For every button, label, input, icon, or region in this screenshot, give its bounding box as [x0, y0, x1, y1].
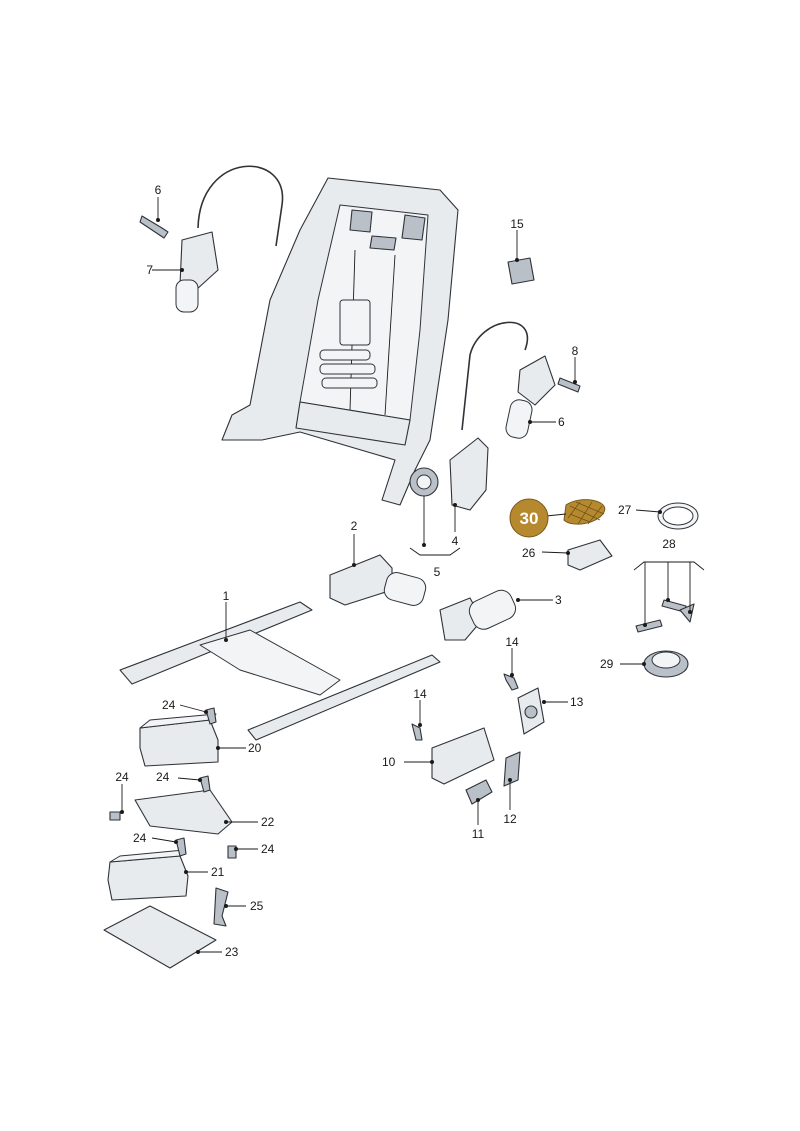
part-7-motor[interactable]: [175, 165, 284, 313]
leader-lines: [120, 197, 705, 954]
callout-6[interactable]: 6: [155, 183, 162, 197]
callout-10[interactable]: 10: [382, 755, 396, 769]
callout-14-b[interactable]: 14: [413, 687, 427, 701]
callout-26[interactable]: 26: [522, 546, 536, 560]
part-8-screw[interactable]: [557, 377, 581, 393]
callout-25[interactable]: 25: [250, 899, 264, 913]
part-12-knob[interactable]: [503, 751, 521, 787]
part-20-control-unit[interactable]: [139, 713, 219, 767]
part-6-motor[interactable]: [461, 321, 556, 439]
callout-23[interactable]: 23: [225, 945, 239, 959]
part-28-fasteners[interactable]: [635, 599, 695, 633]
part-30-grille[interactable]: [563, 499, 606, 525]
part-10-switch-module[interactable]: [431, 727, 495, 785]
part-21-control-unit[interactable]: [107, 849, 189, 901]
part-13-connector[interactable]: [517, 687, 545, 735]
callout-12[interactable]: 12: [503, 812, 517, 826]
callout-20[interactable]: 20: [248, 741, 262, 755]
part-27-ring[interactable]: [657, 502, 699, 530]
callout-30: 30: [520, 509, 539, 528]
part-24-screw-c[interactable]: [109, 811, 121, 821]
part-4-recliner[interactable]: [449, 437, 489, 511]
callout-22[interactable]: 22: [261, 815, 275, 829]
callout-7[interactable]: 7: [146, 263, 153, 277]
part-23-tray[interactable]: [103, 905, 217, 969]
part-6-screw[interactable]: [139, 215, 169, 239]
backrest-frame[interactable]: [221, 177, 459, 506]
part-26-housing[interactable]: [567, 539, 613, 571]
callout-24-d[interactable]: 24: [133, 831, 147, 845]
callout-27[interactable]: 27: [618, 503, 632, 517]
callout-24-b[interactable]: 24: [115, 770, 129, 784]
callout-29[interactable]: 29: [600, 657, 614, 671]
part-22-bracket[interactable]: [134, 789, 233, 835]
callout-1[interactable]: 1: [223, 589, 230, 603]
part-15-switch[interactable]: [507, 257, 535, 285]
part-11-knob[interactable]: [465, 779, 493, 805]
part-29-gear[interactable]: [643, 650, 689, 678]
callout-2[interactable]: 2: [351, 519, 358, 533]
callout-5[interactable]: 5: [434, 565, 441, 579]
part-3-motor[interactable]: [439, 587, 519, 641]
part-25-clip[interactable]: [213, 887, 229, 927]
highlight-badge-30[interactable]: 30: [509, 498, 549, 538]
callout-8[interactable]: 8: [572, 344, 579, 358]
callout-15[interactable]: 15: [510, 217, 524, 231]
callout-13[interactable]: 13: [570, 695, 584, 709]
callout-3[interactable]: 3: [555, 593, 562, 607]
callout-21[interactable]: 21: [211, 865, 225, 879]
part-14-screw-a[interactable]: [503, 673, 519, 691]
part-1-seat-rails[interactable]: [119, 601, 441, 741]
part-14-screw-b[interactable]: [411, 723, 423, 741]
callout-24-e[interactable]: 24: [261, 842, 275, 856]
callout-24-c[interactable]: 24: [156, 770, 170, 784]
callout-6-right[interactable]: 6: [558, 415, 565, 429]
callout-labels: 6 7 15 8 6 4 5 2 27 26 28 3 1 29 14 13 2…: [115, 183, 676, 959]
callout-4[interactable]: 4: [452, 534, 459, 548]
callout-11[interactable]: 11: [472, 827, 485, 841]
callout-24-a[interactable]: 24: [162, 698, 176, 712]
part-24-screw-b[interactable]: [199, 775, 211, 793]
callout-14[interactable]: 14: [505, 635, 519, 649]
callout-28[interactable]: 28: [662, 537, 676, 551]
part-24-screw-a[interactable]: [205, 707, 217, 725]
part-2-motor[interactable]: [329, 554, 428, 608]
part-24-screw-d[interactable]: [175, 837, 187, 857]
